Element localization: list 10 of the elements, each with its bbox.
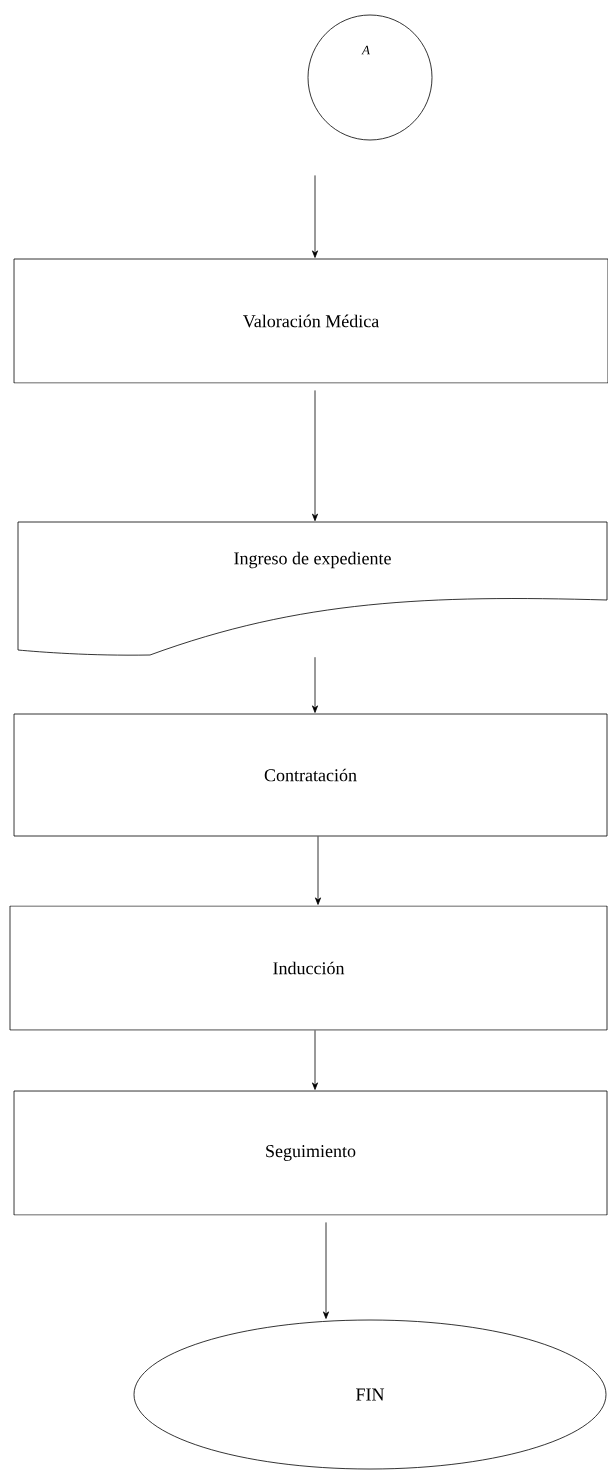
process-box: Inducción bbox=[9, 905, 608, 1031]
arrow bbox=[323, 1222, 329, 1319]
arrow bbox=[315, 836, 321, 905]
arrow bbox=[312, 390, 318, 522]
process-box: Valoración Médica bbox=[13, 258, 608, 384]
process-box: Contratación bbox=[13, 713, 608, 837]
arrow bbox=[312, 656, 318, 713]
process-box: Seguimiento bbox=[13, 1090, 608, 1216]
arrow bbox=[312, 1030, 318, 1090]
arrow bbox=[312, 175, 318, 258]
